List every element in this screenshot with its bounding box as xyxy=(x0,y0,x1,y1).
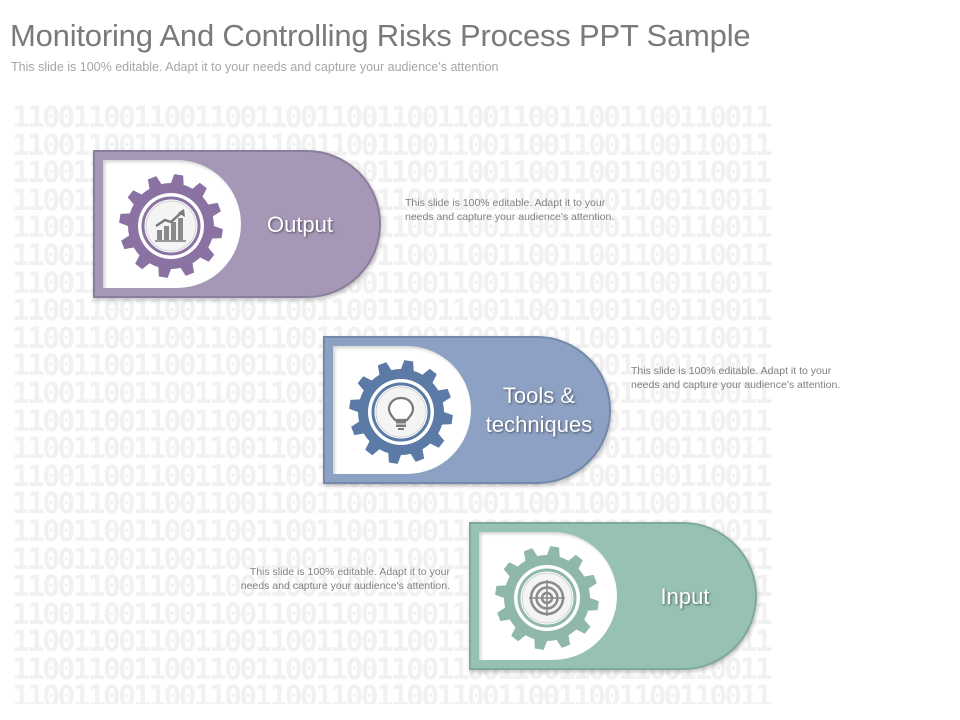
stage-tools-description: This slide is 100% editable. Adapt it to… xyxy=(631,365,841,391)
page-title: Monitoring And Controlling Risks Process… xyxy=(10,18,751,53)
stage-output-label: Output xyxy=(266,212,334,237)
stage-tools-techniques: Tools & techniques xyxy=(323,336,611,484)
target-icon xyxy=(529,580,565,616)
stage-input: Input xyxy=(469,522,757,670)
page-subtitle: This slide is 100% editable. Adapt it to… xyxy=(11,60,499,74)
gear-hub-border xyxy=(371,382,431,442)
stage-output-description: This slide is 100% editable. Adapt it to… xyxy=(405,197,615,223)
gear-hub-border xyxy=(141,196,201,256)
stage-input-description: This slide is 100% editable. Adapt it to… xyxy=(240,566,450,592)
lightbulb-icon xyxy=(387,396,415,430)
stage-output: Output xyxy=(93,150,381,298)
stage-input-label: Input xyxy=(660,584,710,609)
gear-hub-border xyxy=(517,568,577,628)
bar-chart-growth-icon xyxy=(155,209,186,242)
stage-tools-label: Tools & techniques xyxy=(485,383,593,437)
